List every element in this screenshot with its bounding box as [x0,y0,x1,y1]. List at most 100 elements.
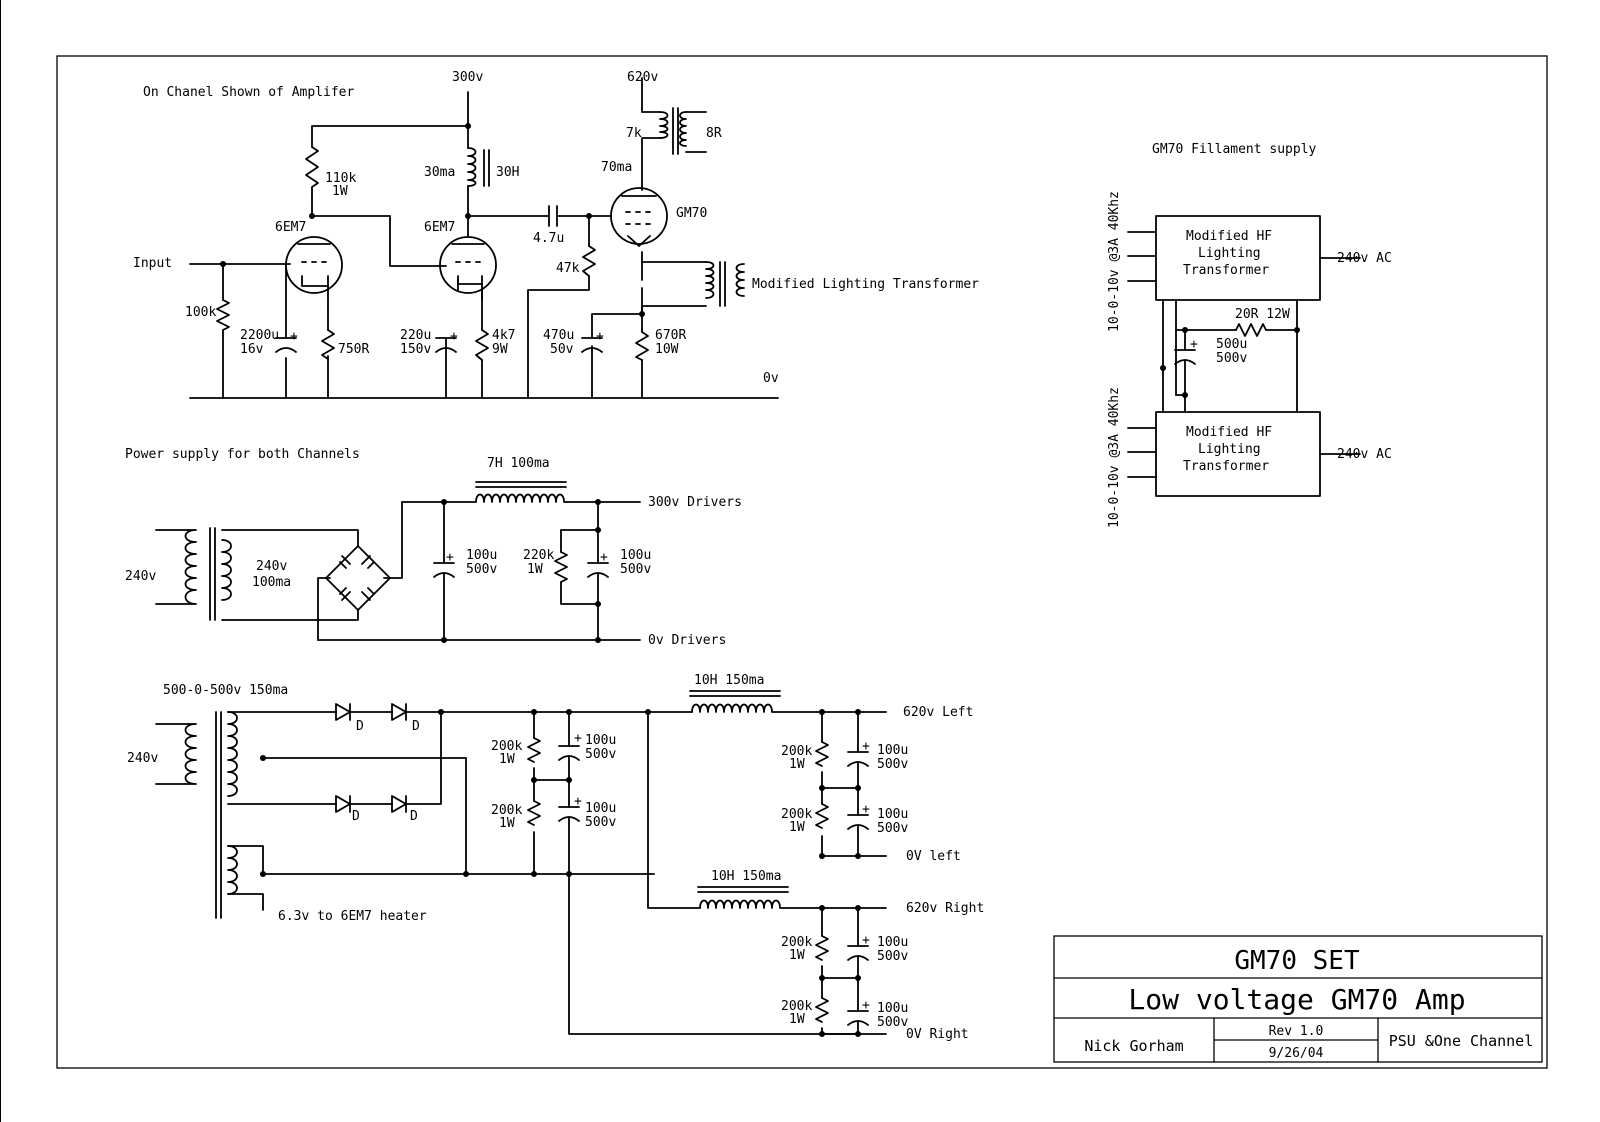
c-d: 100u [877,807,908,822]
resistor-220k [554,551,568,583]
lighting-transformer [705,261,715,299]
c-c: 100u [877,743,908,758]
right-out-label: 620v Right [906,901,984,916]
box2-l1: Modified HF [1186,425,1272,440]
r200k-d-w: 1W [789,820,805,835]
psu1-c2-label: 100u [620,548,651,563]
svg-text:+: + [862,739,870,754]
c1-label: 2200u [240,328,279,343]
title-block: GM70 SET Low voltage GM70 Amp Nick Gorha… [1053,935,1543,1063]
psu1-transformer [155,529,197,605]
r200k-d: 200k [781,807,812,822]
cap-220u [435,337,457,353]
resistor-100k [216,299,230,331]
psu1-sec-label: 240v [256,559,287,574]
c1-voltage: 16v [240,342,264,357]
svg-text:+: + [574,731,582,746]
tb-subtitle: Low voltage GM70 Amp [1128,983,1465,1016]
c3-label: 470u [543,328,574,343]
psu1-r-label: 220k [523,548,554,563]
resistor-670r [635,331,649,361]
choke-30h [467,147,477,187]
diode-4 [391,795,407,813]
side-label-1: 10-0-10v @3A 40Khz [1107,191,1122,332]
r47k-label: 47k [556,261,580,276]
tb-rev: Rev 1.0 [1269,1024,1324,1039]
resistor-47k [582,245,596,277]
tb-author: Nick Gorham [1084,1037,1183,1055]
choke-right-label: 10H 150ma [711,869,781,884]
out-tr-secondary: 8R [706,126,722,141]
valve-gm70 [610,187,668,247]
amp-ground-label: 0v [763,371,779,386]
amplifier-stage: + + + On Chanel Shown of Amplif [133,70,979,399]
r200k-b: 200k [491,803,522,818]
left-gnd-label: 0V left [906,849,961,864]
svg-text:+: + [290,329,298,344]
v1-label: 6EM7 [275,220,306,235]
c-f-v: 500v [877,1015,908,1030]
psu1-out-label: 300v Drivers [648,495,742,510]
out-tr-primary: 7k [626,126,642,141]
svg-text:+: + [862,933,870,948]
diode-label-2: D [412,719,420,734]
choke-10h-right [699,899,887,909]
c3-voltage: 50v [550,342,574,357]
choke-current: 30ma [424,165,455,180]
r110k-label: 110k [325,171,356,186]
ht-secondary [227,711,238,797]
svg-text:+: + [446,550,454,565]
psu2-mains-label: 240v [127,751,158,766]
sheet-border [56,55,1548,1069]
psu1-r-watt: 1W [527,562,543,577]
amp-title: On Chanel Shown of Amplifer [143,85,354,100]
mod-transformer-label: Modified Lighting Transformer [752,277,979,292]
diode-label-1: D [356,719,364,734]
r200k-b-w: 1W [499,816,515,831]
tb-date: 9/26/04 [1269,1046,1324,1061]
svg-text:+: + [450,329,458,344]
ac-label-2: 240v AC [1337,447,1392,462]
psu1-gnd-label: 0v Drivers [648,633,726,648]
tb-title: GM70 SET [1234,946,1360,976]
r750-label: 750R [338,342,369,357]
psu1-sec-current: 100ma [252,575,291,590]
resistor-750r [321,329,335,360]
box1-l3: Transformer [1183,263,1269,278]
svg-text:+: + [600,550,608,565]
choke-10h-left [691,703,887,713]
psu1-choke-label: 7H 100ma [487,456,550,471]
svg-text:+: + [596,329,604,344]
svg-text:+: + [862,802,870,817]
resistor-110k [305,146,319,197]
c-b: 100u [585,801,616,816]
r670-label: 670R [655,328,686,343]
diode-2 [391,703,407,721]
bridge-rectifier [325,545,391,611]
cap-470u [581,337,603,353]
diode-1 [335,703,351,721]
b620-label: 620v [627,70,658,85]
v2-label: 6EM7 [424,220,455,235]
valve-6em7-1 [285,236,343,294]
coupling-cap-label: 4.7u [533,231,564,246]
svg-text:+: + [1190,337,1198,352]
choke-left-label: 10H 150ma [694,673,764,688]
r200k-a: 200k [491,739,522,754]
left-out-label: 620v Left [903,705,973,720]
psu1-mains-label: 240v [125,569,156,584]
output-transformer [659,111,669,139]
r4k7-watt: 9W [492,342,508,357]
cap-label: 500u [1216,337,1247,352]
resistor-20r [1235,323,1267,337]
c-a: 100u [585,733,616,748]
c-b-v: 500v [585,815,616,830]
psu2-title: 500-0-500v 150ma [163,683,288,698]
r110k-watt: 1W [332,184,348,199]
ac-label-1: 240v AC [1337,251,1392,266]
r200k-c-w: 1W [789,757,805,772]
r670-watt: 10W [655,342,679,357]
box1-l1: Modified HF [1186,229,1272,244]
input-label: Input [133,256,172,271]
